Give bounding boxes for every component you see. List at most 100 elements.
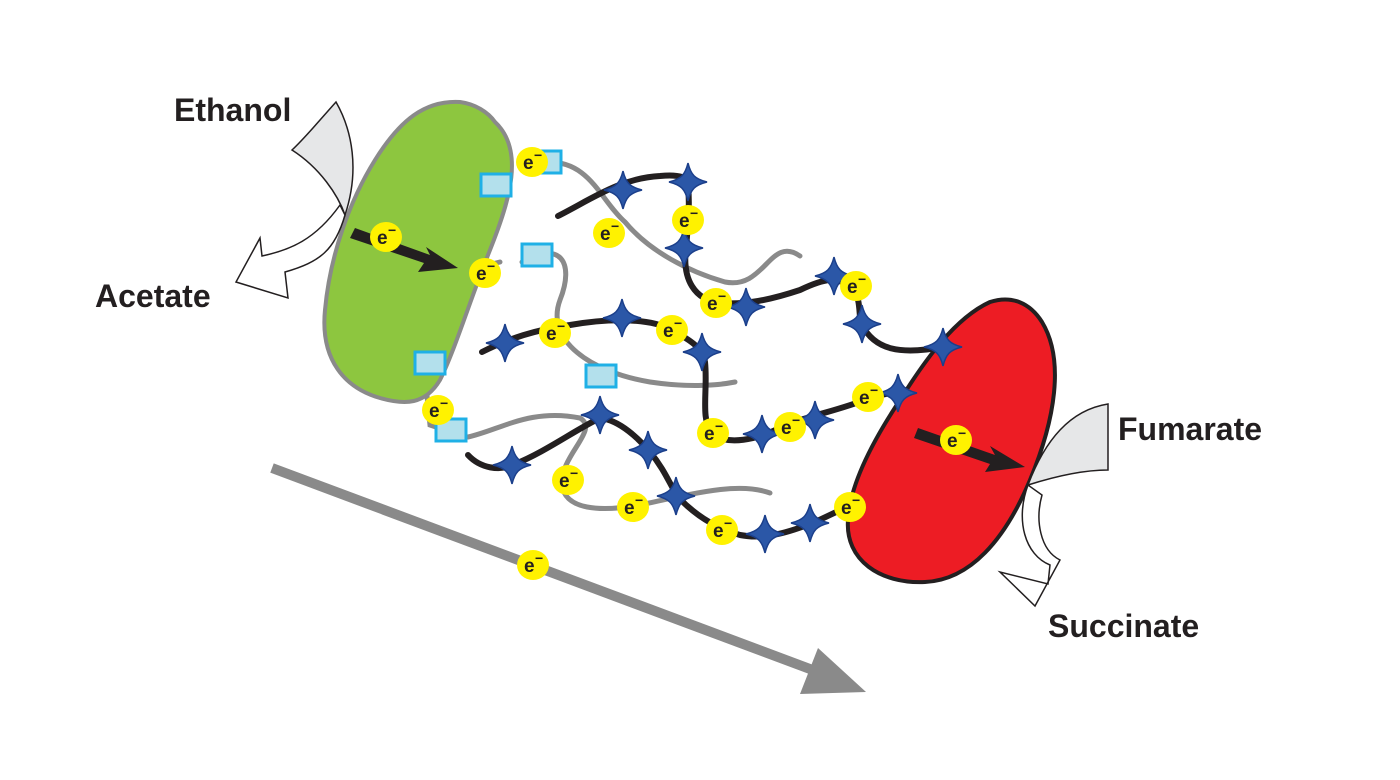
electron: e− (517, 550, 549, 580)
electron-charge: − (674, 315, 682, 331)
electron-circle (656, 315, 688, 345)
electron-circle (706, 515, 738, 545)
cytochrome-icon (745, 514, 785, 554)
electron-charge: − (635, 492, 643, 508)
electron: e− (834, 492, 866, 522)
electron-charge: − (611, 218, 619, 234)
electron-symbol: e (600, 224, 611, 245)
electron: e− (370, 222, 402, 252)
electron: e− (593, 218, 625, 248)
electron: e− (552, 465, 584, 495)
acceptor-reaction-arrow (997, 403, 1109, 608)
ethanol-label: Ethanol (174, 92, 291, 128)
electron-symbol: e (546, 324, 557, 345)
electron: e− (940, 425, 972, 455)
electron-circle (774, 412, 806, 442)
electron-charge: − (388, 222, 396, 238)
succinate-release-arrow-icon (997, 483, 1062, 608)
electron-circle (517, 550, 549, 580)
electron-circle (516, 147, 548, 177)
electron: e− (672, 205, 704, 235)
electron-symbol: e (859, 388, 870, 409)
electron-symbol: e (663, 321, 674, 342)
acetate-label: Acetate (95, 278, 211, 314)
electron-symbol: e (624, 498, 635, 519)
electron: e− (469, 258, 501, 288)
electron-symbol: e (947, 431, 958, 452)
membrane-box (479, 172, 513, 198)
electron-circle (697, 418, 729, 448)
electron-charge: − (557, 318, 565, 334)
electron-charge: − (718, 288, 726, 304)
electron-circle (840, 271, 872, 301)
electron: e− (774, 412, 806, 442)
electron-circle (552, 465, 584, 495)
electron-charge: − (534, 147, 542, 163)
electron-symbol: e (523, 153, 534, 174)
electrons: e−e−e−e−e−e−e−e−e−e−e−e−e−e−e−e−e−e−e− (370, 147, 972, 580)
cytochrome-icon (602, 298, 642, 338)
flow-arrow-head-icon (800, 648, 866, 694)
electron: e− (422, 395, 454, 425)
electron-charge: − (870, 382, 878, 398)
electron: e− (700, 288, 732, 318)
electron-symbol: e (559, 471, 570, 492)
electron: e− (852, 382, 884, 412)
electron-symbol: e (713, 521, 724, 542)
electron-symbol: e (476, 264, 487, 285)
cytochrome-icon (790, 503, 830, 543)
electron-circle (469, 258, 501, 288)
electron: e− (706, 515, 738, 545)
electron-charge: − (715, 418, 723, 434)
electron-charge: − (487, 258, 495, 274)
membrane-box (413, 350, 447, 376)
electron-circle (370, 222, 402, 252)
electron-circle (539, 318, 571, 348)
gray-filament (519, 250, 738, 388)
electron-symbol: e (707, 294, 718, 315)
electron-charge: − (792, 412, 800, 428)
electron-charge: − (535, 550, 543, 566)
electron-circle (617, 492, 649, 522)
electron: e− (617, 492, 649, 522)
electron-circle (852, 382, 884, 412)
donor-reaction-arrow (234, 100, 354, 300)
fumarate-label: Fumarate (1118, 411, 1262, 447)
electron-charge: − (570, 465, 578, 481)
electron: e− (539, 318, 571, 348)
electron: e− (697, 418, 729, 448)
electron-symbol: e (377, 228, 388, 249)
electron-symbol: e (847, 277, 858, 298)
electron-charge: − (958, 425, 966, 441)
succinate-label: Succinate (1048, 608, 1199, 644)
cytochrome-icon (742, 414, 782, 454)
electron-symbol: e (429, 401, 440, 422)
electron: e− (656, 315, 688, 345)
electron-circle (834, 492, 866, 522)
electron-circle (422, 395, 454, 425)
electron-charge: − (858, 271, 866, 287)
electron-symbol: e (679, 211, 690, 232)
electron-symbol: e (704, 424, 715, 445)
electron-charge: − (724, 515, 732, 531)
electron-symbol: e (524, 556, 535, 577)
electron-circle (593, 218, 625, 248)
conductive-pilus (479, 317, 908, 444)
electron-charge: − (440, 395, 448, 411)
acetate-release-arrow-icon (234, 203, 346, 300)
electron-circle (940, 425, 972, 455)
gray-filament (542, 159, 803, 286)
ethanol-uptake-arrow-icon (290, 100, 354, 218)
electron-charge: − (852, 492, 860, 508)
membrane-box (520, 242, 554, 268)
membrane-box (584, 363, 618, 389)
electron: e− (840, 271, 872, 301)
electron-circle (672, 205, 704, 235)
electron: e− (516, 147, 548, 177)
cytochrome-icon (492, 445, 532, 485)
electron-charge: − (690, 205, 698, 221)
cytochrome-icon (485, 323, 525, 363)
electron-symbol: e (841, 498, 852, 519)
electron-symbol: e (781, 418, 792, 439)
